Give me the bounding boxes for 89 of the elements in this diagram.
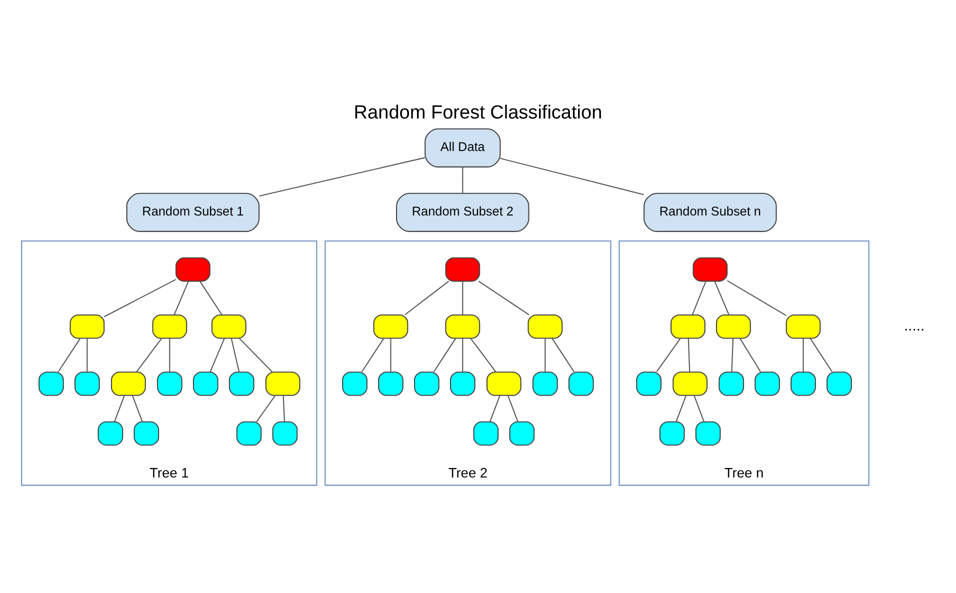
- node-box: [532, 372, 558, 396]
- connector: [726, 280, 787, 316]
- node-box: [414, 372, 440, 396]
- connector: [462, 167, 464, 194]
- connector: [462, 338, 464, 372]
- connector: [132, 396, 143, 422]
- node-box: Random Subset n: [644, 192, 777, 232]
- node-box: Random Subset 2: [396, 192, 530, 232]
- connector: [552, 338, 574, 372]
- connector: [462, 281, 464, 315]
- connector: [489, 396, 500, 422]
- connector: [58, 338, 81, 372]
- connector: [256, 396, 276, 422]
- node-box: [692, 257, 728, 282]
- connector: [259, 157, 425, 197]
- node-box: [450, 372, 476, 396]
- connector: [802, 338, 804, 372]
- connector: [136, 338, 162, 372]
- connector: [433, 338, 456, 372]
- connector: [104, 278, 176, 318]
- node-box: [211, 314, 246, 339]
- node-box: [754, 372, 780, 396]
- node-box: [445, 257, 480, 282]
- node-box: [134, 421, 160, 446]
- connector: [362, 338, 384, 372]
- node-box: [672, 372, 708, 396]
- node-box: [378, 372, 404, 396]
- node-box: [192, 372, 218, 396]
- connector: [470, 338, 496, 372]
- connector: [656, 338, 681, 372]
- connector: [114, 396, 125, 422]
- node-box: Random Subset 1: [126, 192, 260, 232]
- connector: [676, 396, 686, 422]
- node-box: [718, 372, 744, 396]
- label: .....: [904, 318, 925, 335]
- node-box: [826, 372, 852, 396]
- connector: [390, 338, 392, 372]
- node-box: [152, 314, 188, 339]
- node-box: [528, 314, 563, 339]
- connector: [508, 396, 518, 422]
- connector: [810, 338, 832, 372]
- node-box: [373, 314, 408, 339]
- connector: [282, 396, 286, 422]
- connector: [694, 396, 705, 422]
- connector: [174, 280, 189, 315]
- node-box: [670, 314, 706, 339]
- node-box: [156, 372, 182, 396]
- connector: [731, 338, 734, 372]
- connector: [210, 338, 225, 372]
- node-box: [659, 421, 685, 446]
- node-box: [790, 372, 816, 396]
- node-box: [509, 421, 535, 446]
- node-box: [636, 372, 662, 396]
- node-box: [98, 421, 124, 446]
- diagram-title: Random Forest Classification: [354, 102, 602, 124]
- cluster: Tree 1: [21, 240, 318, 486]
- connector: [169, 338, 170, 372]
- node-box: All Data: [424, 128, 501, 168]
- node-box: [236, 421, 262, 446]
- node-box: [568, 372, 594, 396]
- connector: [478, 280, 530, 316]
- node-box: [695, 421, 721, 446]
- node-box: [272, 421, 298, 446]
- cluster: Tree 2: [324, 240, 612, 486]
- cluster: Tree n: [618, 240, 870, 486]
- connector: [199, 280, 222, 315]
- node-box: [110, 372, 146, 396]
- connector: [544, 338, 546, 372]
- node-box: [486, 372, 522, 396]
- connector: [500, 158, 644, 196]
- node-box: [445, 314, 480, 339]
- connector: [688, 338, 690, 372]
- connector: [714, 280, 730, 315]
- connector: [238, 338, 272, 372]
- node-box: [473, 421, 499, 446]
- connector: [692, 281, 706, 315]
- node-box: [716, 314, 751, 339]
- node-box: [786, 314, 821, 339]
- connector: [86, 338, 88, 372]
- node-box: [70, 314, 105, 339]
- node-box: [38, 372, 64, 396]
- connector: [230, 338, 240, 372]
- node-box: [228, 372, 254, 396]
- connector: [740, 338, 761, 372]
- node-box: [175, 257, 210, 282]
- node-box: [74, 372, 100, 396]
- node-box: [342, 372, 368, 396]
- node-box: [265, 372, 300, 396]
- connector: [404, 280, 450, 316]
